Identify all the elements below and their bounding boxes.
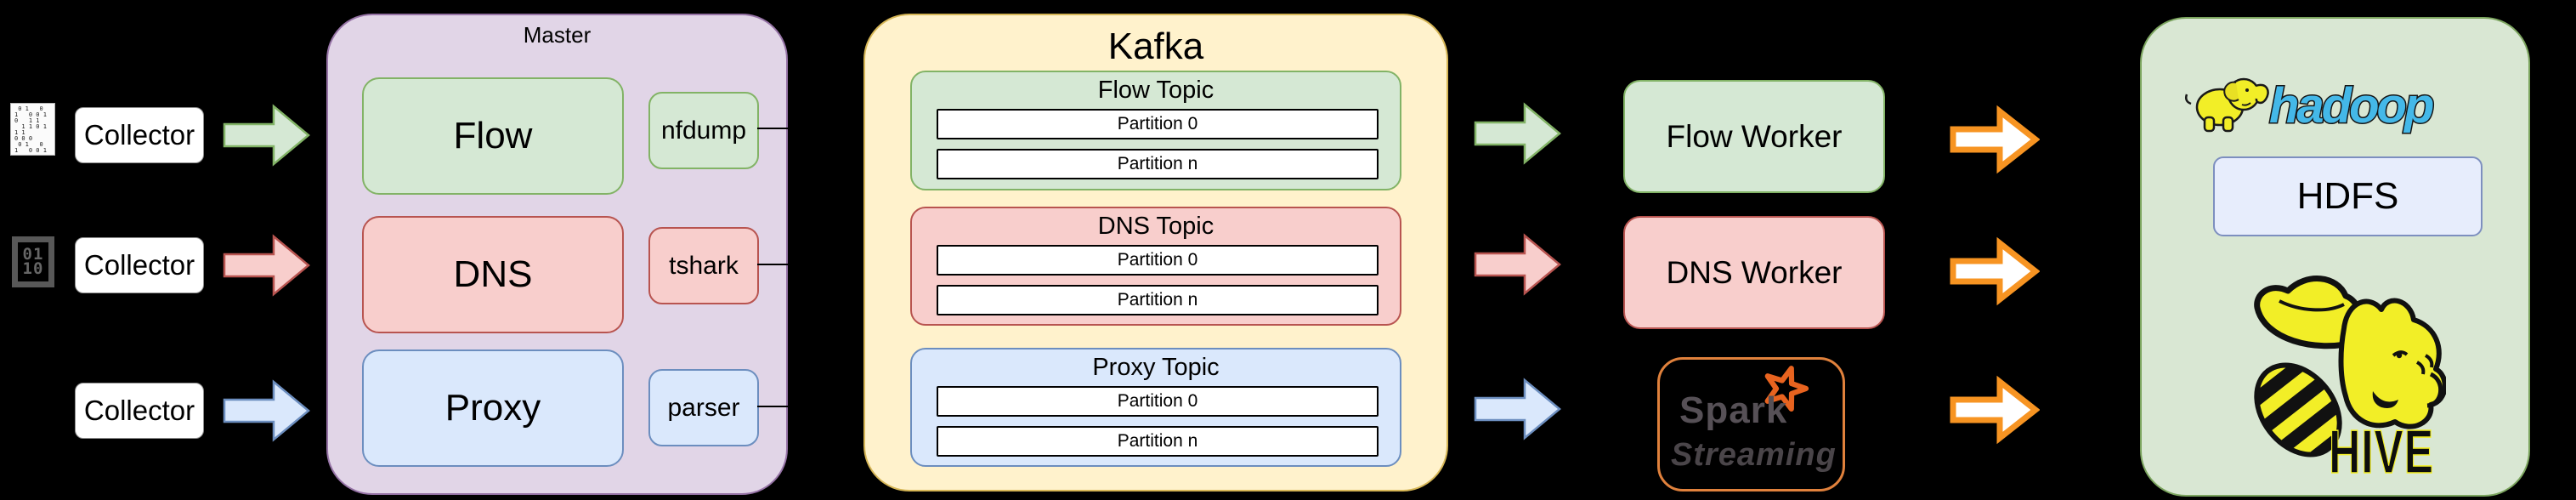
dns-topic-title: DNS Topic xyxy=(1097,213,1214,240)
flow-worker-box: Flow Worker xyxy=(1623,80,1885,193)
flow-topic-box: Flow Topic Partition 0 Partition n xyxy=(910,71,1401,190)
partition-label: Partition 0 xyxy=(1117,250,1198,270)
orange-arrow-icon xyxy=(1950,105,2040,174)
streaming-logo-text: Streaming xyxy=(1671,437,1837,473)
collector-box-proxy: Collector xyxy=(75,383,204,439)
dns-label: DNS xyxy=(453,253,533,295)
proxy-partition-0: Partition 0 xyxy=(937,386,1379,417)
hive-logo: HIVE xyxy=(2239,276,2446,486)
parser-label: parser xyxy=(667,393,740,422)
hadoop-container: hadoop HDFS xyxy=(2140,17,2530,497)
master-proxy-box: Proxy xyxy=(362,349,624,467)
tshark-label: tshark xyxy=(669,251,739,280)
hive-bee-icon xyxy=(2239,276,2446,471)
proxy-label: Proxy xyxy=(444,387,541,429)
flow-partition-n: Partition n xyxy=(937,149,1379,179)
flow-partition-0: Partition 0 xyxy=(937,109,1379,139)
proxy-partition-n: Partition n xyxy=(937,426,1379,457)
parser-box: parser xyxy=(648,369,759,446)
master-title: Master xyxy=(523,22,592,48)
master-dns-box: DNS xyxy=(362,216,624,333)
orange-arrow-icon xyxy=(1950,236,2040,306)
collector-label: Collector xyxy=(83,395,195,426)
partition-label: Partition 0 xyxy=(1117,114,1198,134)
flow-topic-title: Flow Topic xyxy=(1097,77,1214,104)
dns-partition-0: Partition 0 xyxy=(937,245,1379,276)
binary-page-icon: 0 1 0 1 0 0 1 0 1 1 1 1 0 1 1 1 0 0 0 0 … xyxy=(10,103,55,156)
red-arrow-icon xyxy=(223,234,310,297)
collector-label: Collector xyxy=(83,119,195,151)
dns-worker-box: DNS Worker xyxy=(1623,216,1885,329)
hive-logo-text: HIVE xyxy=(2329,418,2434,486)
master-container: Master Flow nfdump DNS tshark Proxy pars… xyxy=(326,14,788,495)
hdfs-label: HDFS xyxy=(2296,175,2399,217)
spark-star-icon xyxy=(1764,366,1809,412)
master-flow-box: Flow xyxy=(362,77,624,195)
tshark-box: tshark xyxy=(648,227,759,304)
spark-streaming-logo: Spark Streaming xyxy=(1671,366,1837,473)
nfdump-box: nfdump xyxy=(648,92,759,169)
binary-grid-icon: 01 10 xyxy=(12,236,54,287)
blue-arrow-icon xyxy=(1474,378,1561,440)
dns-topic-box: DNS Topic Partition 0 Partition n xyxy=(910,207,1401,326)
binary-page-text: 0 1 0 1 0 0 1 0 1 1 1 1 0 1 1 1 0 0 0 0 … xyxy=(14,105,47,154)
green-arrow-icon xyxy=(223,104,310,167)
hadoop-logo-text: hadoop xyxy=(2269,78,2433,134)
proxy-topic-title: Proxy Topic xyxy=(1092,354,1220,381)
hadoop-logo: hadoop xyxy=(2184,77,2437,135)
proxy-topic-box: Proxy Topic Partition 0 Partition n xyxy=(910,348,1401,467)
orange-arrow-icon xyxy=(1950,375,2040,445)
red-arrow-icon xyxy=(1474,233,1561,296)
binary-grid-text: 01 10 xyxy=(22,245,44,278)
green-arrow-icon xyxy=(1474,102,1561,165)
partition-label: Partition n xyxy=(1117,154,1198,173)
spark-logo-text: Spark xyxy=(1679,389,1787,431)
dns-partition-n: Partition n xyxy=(937,285,1379,315)
dns-worker-label: DNS Worker xyxy=(1666,254,1843,290)
hadoop-elephant-icon xyxy=(2184,77,2269,133)
collector-label: Collector xyxy=(83,249,195,281)
flow-worker-label: Flow Worker xyxy=(1666,118,1843,154)
kafka-title: Kafka xyxy=(1107,26,1204,67)
kafka-container: Kafka Flow Topic Partition 0 Partition n… xyxy=(863,14,1448,491)
hdfs-box: HDFS xyxy=(2213,156,2483,236)
flow-label: Flow xyxy=(453,115,533,156)
partition-label: Partition n xyxy=(1117,290,1198,310)
collector-box-dns: Collector xyxy=(75,237,204,293)
nfdump-label: nfdump xyxy=(660,116,747,145)
blue-arrow-icon xyxy=(223,379,310,442)
partition-label: Partition n xyxy=(1117,431,1198,451)
partition-label: Partition 0 xyxy=(1117,391,1198,411)
spark-streaming-box: Spark Streaming xyxy=(1657,357,1845,491)
collector-box-flow: Collector xyxy=(75,107,204,163)
